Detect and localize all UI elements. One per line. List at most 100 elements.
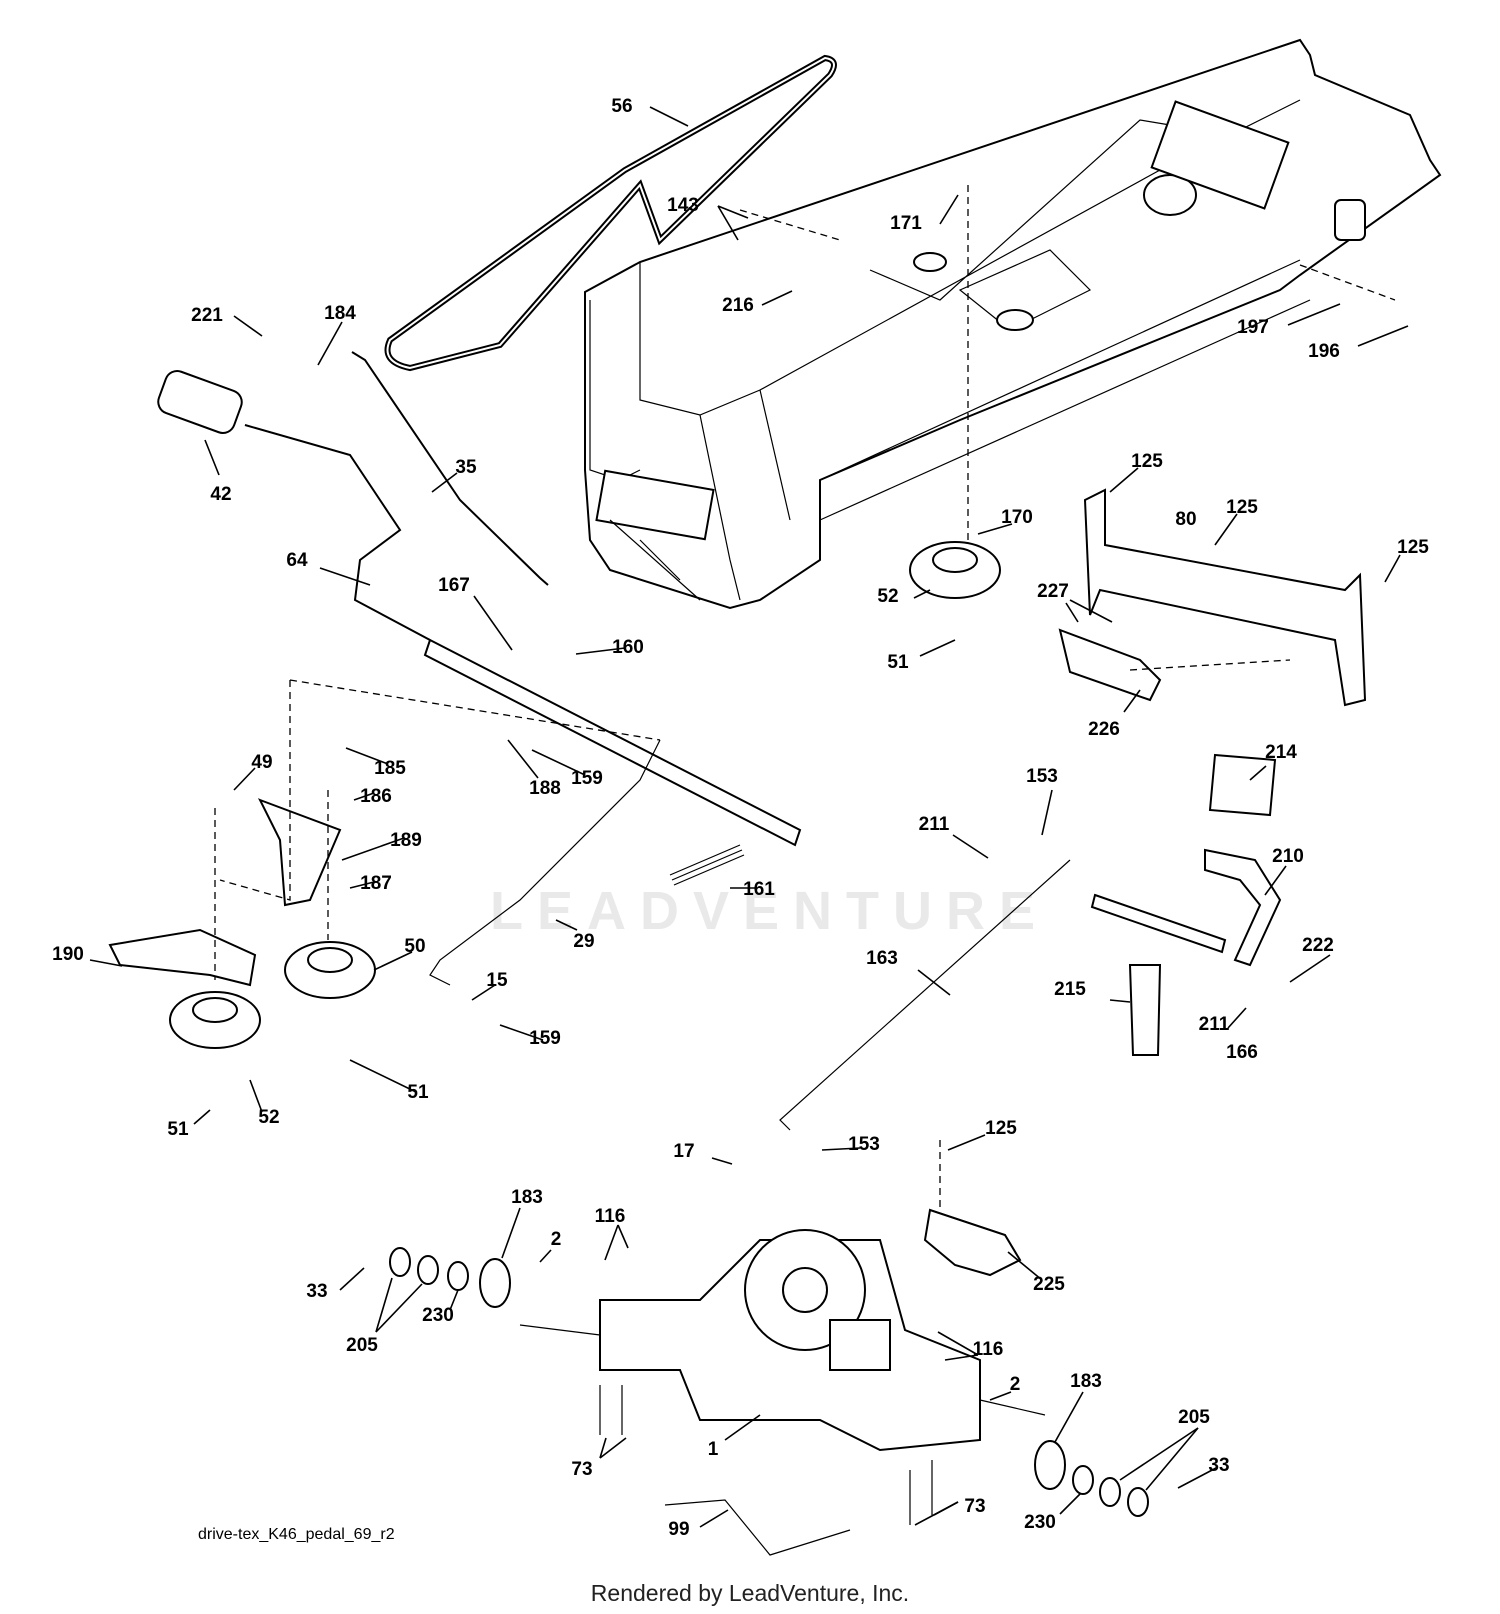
callout-159: 159 — [571, 768, 603, 789]
bearing-183-left — [479, 1258, 511, 1308]
callout-214: 214 — [1265, 742, 1297, 763]
bracket-189 — [257, 798, 342, 907]
callout-161: 161 — [743, 879, 775, 900]
callout-80: 80 — [1175, 509, 1196, 530]
callout-52: 52 — [877, 586, 898, 607]
pulley-52-right — [909, 541, 1001, 599]
callout-125: 125 — [985, 1118, 1017, 1139]
watermark-text: LEADVENTURE — [490, 881, 1050, 941]
callout-222: 222 — [1302, 935, 1334, 956]
bearing-183-right — [1034, 1440, 1066, 1490]
callout-196: 196 — [1308, 341, 1340, 362]
callout-205: 205 — [1178, 1407, 1210, 1428]
callout-189: 189 — [390, 830, 422, 851]
rod-35 — [351, 351, 549, 586]
callout-185: 185 — [374, 758, 406, 779]
bolt-73-left — [599, 1385, 623, 1435]
transaxle — [519, 1229, 1046, 1452]
callout-205: 205 — [346, 1335, 378, 1356]
callout-216: 216 — [722, 295, 754, 316]
callout-56: 56 — [611, 96, 632, 117]
cross-shaft — [423, 638, 802, 847]
callout-125: 125 — [1131, 451, 1163, 472]
callout-187: 187 — [360, 873, 392, 894]
drawing-filename: drive-tex_K46_pedal_69_r2 — [198, 1526, 395, 1543]
washer-205-right-a — [1099, 1477, 1121, 1507]
callout-171: 171 — [890, 213, 922, 234]
callout-230: 230 — [422, 1305, 454, 1326]
pulley-52-left — [169, 991, 261, 1049]
shield-190 — [108, 928, 257, 987]
callout-99: 99 — [668, 1519, 689, 1540]
rod-29 — [429, 739, 661, 986]
leader-lines — [89, 106, 1409, 1528]
frame-chassis — [584, 38, 1442, 610]
callout-125: 125 — [1397, 537, 1429, 558]
shield-225 — [923, 1208, 1022, 1277]
callout-225: 225 — [1033, 1274, 1065, 1295]
callout-197: 197 — [1237, 317, 1269, 338]
pedal-arm-210 — [1204, 848, 1282, 967]
bracket-215 — [1128, 964, 1162, 1056]
line-art — [108, 38, 1442, 1556]
callout-51: 51 — [167, 1119, 189, 1140]
callout-35: 35 — [455, 457, 477, 478]
lever-64 — [244, 424, 431, 641]
washer-205-left-b — [389, 1247, 411, 1277]
callout-215: 215 — [1054, 979, 1086, 1000]
spring-161 — [669, 844, 745, 886]
callout-170: 170 — [1001, 507, 1033, 528]
callout-125: 125 — [1226, 497, 1258, 518]
callout-51: 51 — [407, 1082, 429, 1103]
callout-50: 50 — [404, 936, 425, 957]
callout-163: 163 — [866, 948, 898, 969]
render-credit: Rendered by LeadVenture, Inc. — [590, 1580, 910, 1606]
callout-1: 1 — [708, 1439, 719, 1460]
bracket-226 — [1058, 628, 1162, 702]
drive-belt — [384, 54, 837, 372]
callout-166: 166 — [1226, 1042, 1258, 1063]
callout-159: 159 — [529, 1028, 561, 1049]
washer-230-right — [1072, 1465, 1094, 1495]
callout-52: 52 — [258, 1107, 279, 1128]
callout-190: 190 — [52, 944, 84, 965]
pedal-shaft — [1090, 893, 1227, 954]
callout-73: 73 — [571, 1459, 592, 1480]
bolt-73-right — [909, 1460, 933, 1525]
callout-42: 42 — [210, 484, 231, 505]
callout-210: 210 — [1272, 846, 1304, 867]
callout-183: 183 — [511, 1187, 543, 1208]
callout-29: 29 — [573, 931, 594, 952]
rod-99 — [664, 1499, 851, 1556]
callout-116: 116 — [595, 1206, 626, 1227]
callout-188: 188 — [529, 778, 561, 799]
callout-230: 230 — [1024, 1512, 1056, 1533]
callout-160: 160 — [612, 637, 644, 658]
callout-33: 33 — [1208, 1455, 1229, 1476]
callout-15: 15 — [486, 970, 508, 991]
bracket-80 — [1083, 488, 1367, 707]
pulley-50 — [284, 941, 376, 999]
washer-205-right-b — [1127, 1487, 1149, 1517]
callout-186: 186 — [360, 786, 392, 807]
callout-211: 211 — [919, 814, 950, 835]
callout-227: 227 — [1037, 581, 1069, 602]
callout-64: 64 — [286, 550, 308, 571]
callout-153: 153 — [1026, 766, 1058, 787]
callout-2: 2 — [1010, 1374, 1021, 1395]
callout-73: 73 — [964, 1496, 985, 1517]
callout-184: 184 — [324, 303, 356, 324]
callout-153: 153 — [848, 1134, 880, 1155]
callout-167: 167 — [438, 575, 470, 596]
pedal-pad-214 — [1208, 753, 1277, 817]
callout-116: 116 — [973, 1339, 1004, 1360]
callout-51: 51 — [887, 652, 909, 673]
callout-183: 183 — [1070, 1371, 1102, 1392]
knob-42 — [157, 370, 243, 434]
callout-221: 221 — [191, 305, 223, 326]
washer-230-left — [447, 1261, 469, 1291]
callout-17: 17 — [673, 1141, 694, 1162]
callout-49: 49 — [251, 752, 272, 773]
